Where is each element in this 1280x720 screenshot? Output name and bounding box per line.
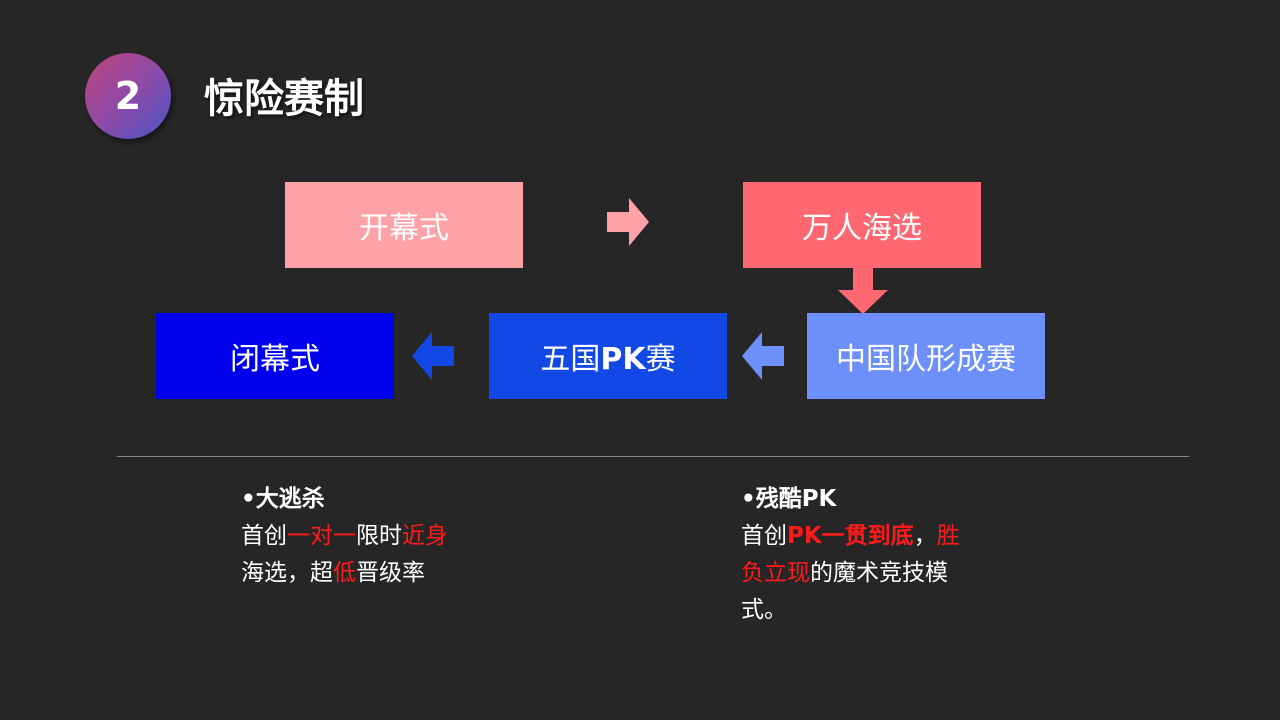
box-opening-label: 开幕式 bbox=[359, 211, 449, 246]
box-five-nation-label: 五国PK赛 bbox=[540, 342, 676, 377]
section-number: 2 bbox=[114, 74, 142, 118]
divider bbox=[117, 456, 1189, 457]
arrow-left-icon bbox=[742, 332, 784, 380]
page-title: 惊险赛制 bbox=[204, 76, 364, 122]
box-closing: 闭幕式 bbox=[156, 313, 394, 399]
info-left: •大逃杀 首创一对一限时近身 海选，超低晋级率 bbox=[241, 481, 448, 592]
info-right-heading: •残酷PK bbox=[741, 486, 837, 512]
info-left-heading: •大逃杀 bbox=[241, 486, 325, 512]
info-right-line-1: 首创PK一贯到底，胜 bbox=[741, 523, 960, 549]
box-closing-label: 闭幕式 bbox=[230, 342, 320, 377]
arrow-down-icon bbox=[838, 266, 888, 314]
section-number-badge: 2 bbox=[85, 53, 171, 139]
info-right-line-3: 式。 bbox=[741, 597, 787, 623]
box-china-team: 中国队形成赛 bbox=[807, 313, 1045, 399]
box-mass-audition-label: 万人海选 bbox=[802, 211, 922, 246]
info-right: •残酷PK 首创PK一贯到底，胜 负立现的魔术竞技模 式。 bbox=[741, 481, 960, 629]
box-five-nation: 五国PK赛 bbox=[489, 313, 727, 399]
box-china-team-label: 中国队形成赛 bbox=[836, 342, 1016, 377]
arrow-right-icon bbox=[607, 198, 649, 246]
info-left-line-2: 海选，超低晋级率 bbox=[241, 560, 425, 586]
info-right-line-2: 负立现的魔术竞技模 bbox=[741, 560, 948, 586]
box-opening: 开幕式 bbox=[285, 182, 523, 268]
info-left-line-1: 首创一对一限时近身 bbox=[241, 523, 448, 549]
arrow-left-icon-2 bbox=[412, 332, 454, 380]
box-mass-audition: 万人海选 bbox=[743, 182, 981, 268]
